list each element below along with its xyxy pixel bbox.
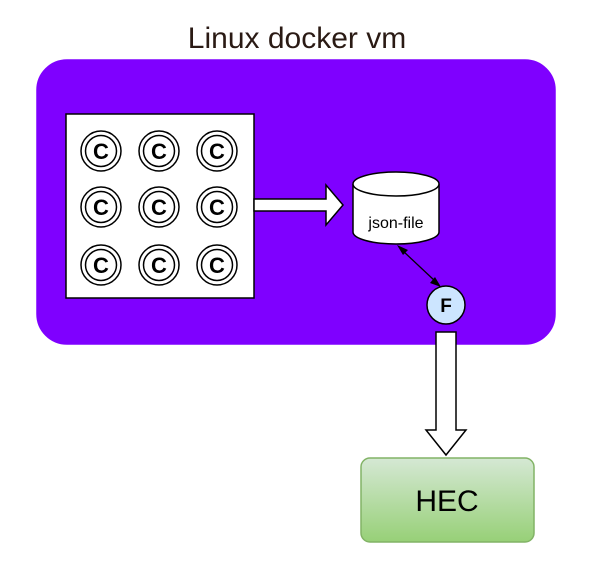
- container-letter: C: [93, 253, 109, 278]
- container-letter: C: [209, 253, 225, 278]
- arrowhead-down: [430, 277, 441, 287]
- container-letter: C: [151, 195, 167, 220]
- read-connector: [397, 245, 441, 287]
- container-icon: C: [196, 186, 238, 228]
- container-icon: C: [80, 130, 122, 172]
- container-letter: C: [209, 139, 225, 164]
- container-icon: C: [138, 130, 180, 172]
- container-letter: C: [93, 195, 109, 220]
- forwarder-node: F: [426, 285, 466, 325]
- hec-node: HEC: [360, 457, 535, 543]
- container-icon: C: [138, 244, 180, 286]
- container-icon: C: [196, 244, 238, 286]
- container-icon: C: [80, 244, 122, 286]
- hec-label: HEC: [415, 485, 478, 518]
- forwarder-letter: F: [440, 296, 452, 317]
- arrowhead-up: [397, 245, 408, 255]
- vm-title: Linux docker vm: [188, 22, 406, 55]
- json-file-storage: json-file: [352, 171, 440, 245]
- container-group: C C C C C C C C C: [80, 130, 238, 286]
- container-icon: C: [80, 186, 122, 228]
- container-letter: C: [93, 139, 109, 164]
- json-file-label: json-file: [367, 215, 423, 232]
- container-letter: C: [151, 139, 167, 164]
- cylinder-body: [352, 184, 440, 245]
- container-letter: C: [209, 195, 225, 220]
- logs-arrow: [253, 182, 344, 228]
- container-letter: C: [151, 253, 167, 278]
- container-icon: C: [138, 186, 180, 228]
- cylinder-top: [352, 171, 440, 197]
- forward-arrow: [424, 331, 468, 457]
- container-icon: C: [196, 130, 238, 172]
